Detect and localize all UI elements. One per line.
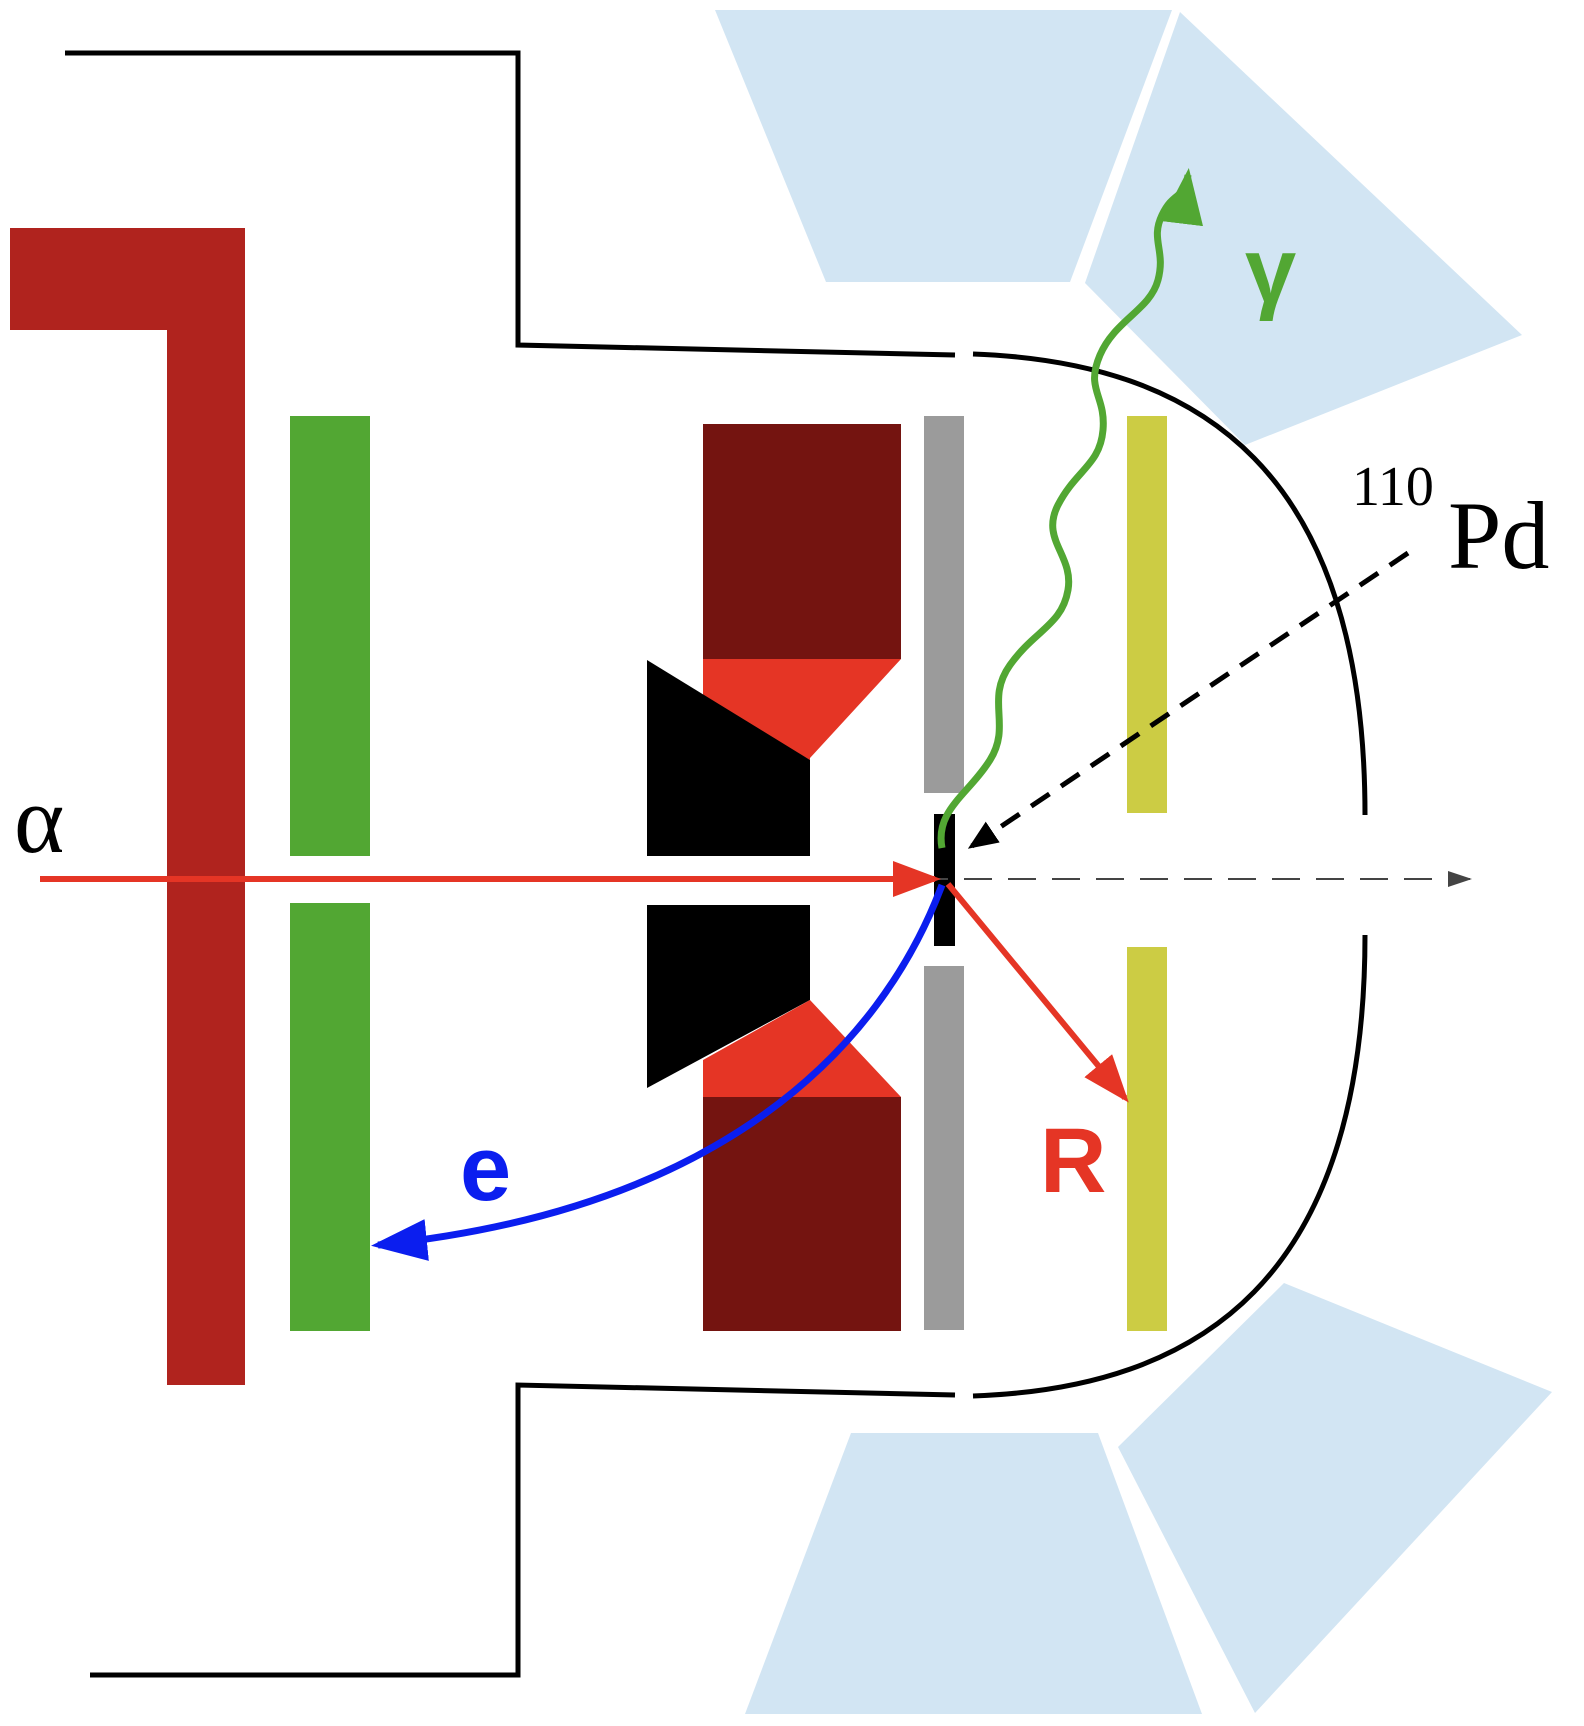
recoil-path-arrow xyxy=(945,882,1129,1103)
chamber-outline xyxy=(65,50,1368,1678)
target-beam-arrow xyxy=(967,550,1410,849)
green-detector xyxy=(290,416,370,1331)
chamber-dome-lower xyxy=(972,934,1368,1399)
yellow-detector xyxy=(1127,416,1167,1331)
ge-detector-bottom-right xyxy=(1118,1283,1552,1713)
gamma-label: γ xyxy=(1245,220,1296,322)
frame-vertical-bar xyxy=(167,228,245,1385)
gamma-ray-arrow xyxy=(937,168,1203,849)
magnet-block-upper xyxy=(703,424,901,659)
recoil-label: R xyxy=(1040,1110,1106,1212)
grey-foil-upper xyxy=(924,416,964,793)
black-pole-upper xyxy=(647,660,810,856)
pole-tip-lower xyxy=(703,1000,901,1097)
yellow-detector-lower xyxy=(1127,947,1167,1331)
target-element-label: Pd xyxy=(1448,482,1549,589)
dark-red-frame xyxy=(10,228,245,1385)
pole-tip-upper xyxy=(703,659,901,760)
electron-label: e xyxy=(460,1118,511,1220)
target-mass-label: 110 xyxy=(1352,456,1434,518)
yellow-detector-upper xyxy=(1127,416,1167,813)
electron-path-arrow xyxy=(371,883,946,1261)
chamber-dome-upper xyxy=(972,351,1368,816)
germanium-detectors xyxy=(715,10,1552,1714)
chamber-wall-upper xyxy=(65,50,956,358)
black-pole-lower xyxy=(647,905,810,1088)
chamber-wall-lower xyxy=(90,1382,956,1678)
grey-foil-lower xyxy=(924,966,964,1330)
ge-detector-top-right xyxy=(1085,12,1522,445)
grey-foil xyxy=(924,416,964,1330)
green-detector-upper xyxy=(290,416,370,856)
green-detector-lower xyxy=(290,903,370,1331)
ge-detector-top-left xyxy=(715,10,1172,282)
ge-detector-bottom-left xyxy=(745,1433,1202,1714)
alpha-label: α xyxy=(14,766,64,873)
magnet-assembly xyxy=(647,424,901,1331)
